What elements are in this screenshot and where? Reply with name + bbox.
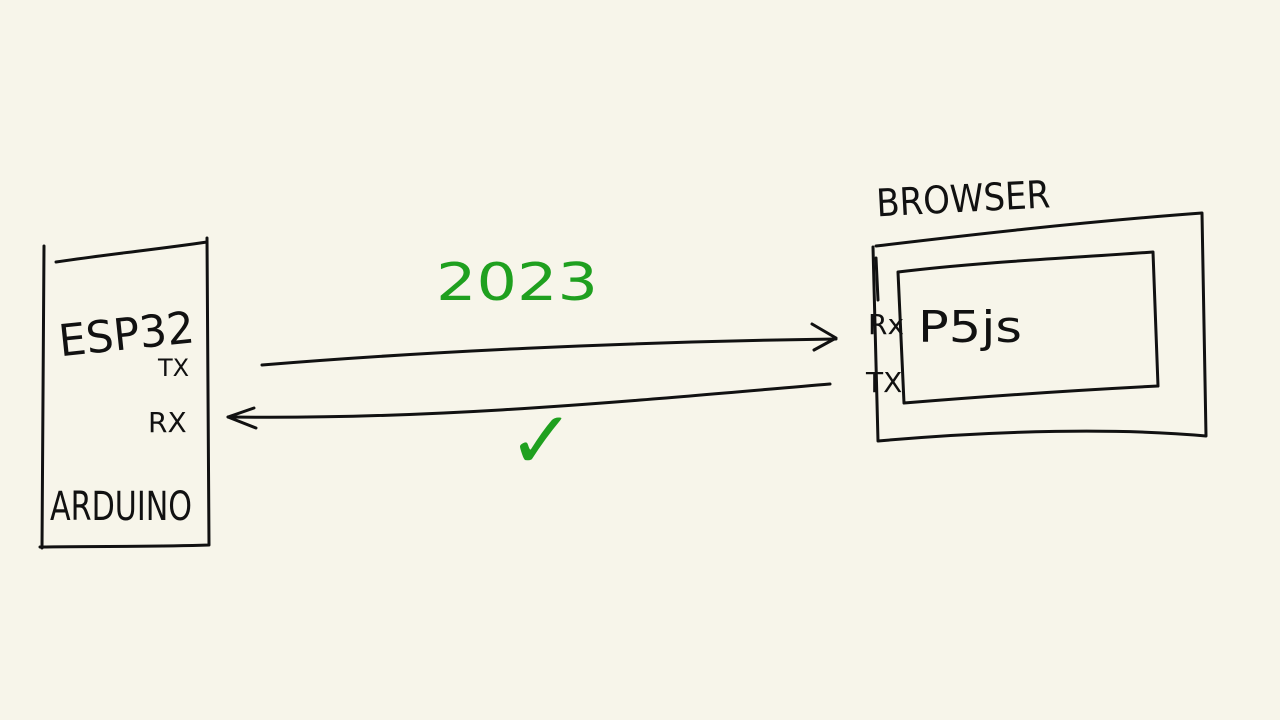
- p5js-canvas-frame: [874, 250, 1160, 405]
- checkmark-annotation: ✓: [508, 394, 575, 487]
- year-annotation: 2023: [436, 253, 598, 313]
- arrowhead-left: [226, 406, 258, 430]
- browser-title: BROWSER: [875, 172, 1051, 225]
- arrow-esp32-to-browser: [260, 322, 838, 367]
- browser-outer-frame: [871, 211, 1208, 443]
- esp32-device: ESP32 TX RX ARDUINO: [38, 236, 211, 550]
- esp32-box: [38, 236, 211, 550]
- arrow-browser-to-esp32: [226, 382, 832, 430]
- browser-rx-label: Rx: [868, 308, 904, 341]
- arrowhead-right: [810, 322, 838, 352]
- p5js-label: P5js: [918, 302, 1022, 353]
- esp32-tx-label: TX: [157, 354, 189, 382]
- browser-tx-label: TX: [865, 366, 902, 399]
- esp32-rx-label: RX: [148, 406, 187, 439]
- arduino-label: ARDUINO: [50, 484, 192, 530]
- browser-window: BROWSER P5js Rx TX: [865, 172, 1208, 443]
